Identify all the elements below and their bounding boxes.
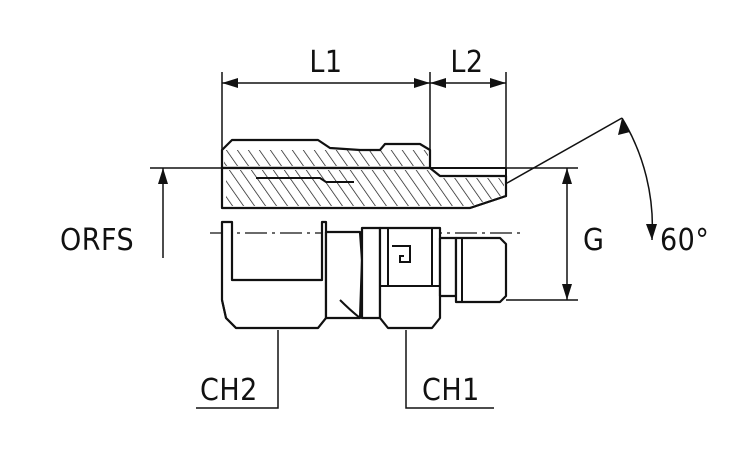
fitting-outside-view — [220, 220, 508, 330]
l2-label: L2 — [450, 45, 483, 80]
ch2-leader — [196, 330, 279, 409]
dimension-l1-l2 — [221, 72, 507, 168]
l1-label: L1 — [309, 45, 342, 80]
ch1-leader — [405, 330, 494, 409]
orfs-label: ORFS — [60, 223, 134, 258]
g-label: G — [583, 223, 604, 258]
angle-label: 60° — [660, 223, 709, 258]
orfs-dimension — [150, 167, 228, 258]
ch1-label: CH1 — [422, 373, 480, 408]
g-dimension — [506, 167, 578, 301]
fitting-section — [220, 138, 508, 210]
ch2-label: CH2 — [200, 373, 258, 408]
